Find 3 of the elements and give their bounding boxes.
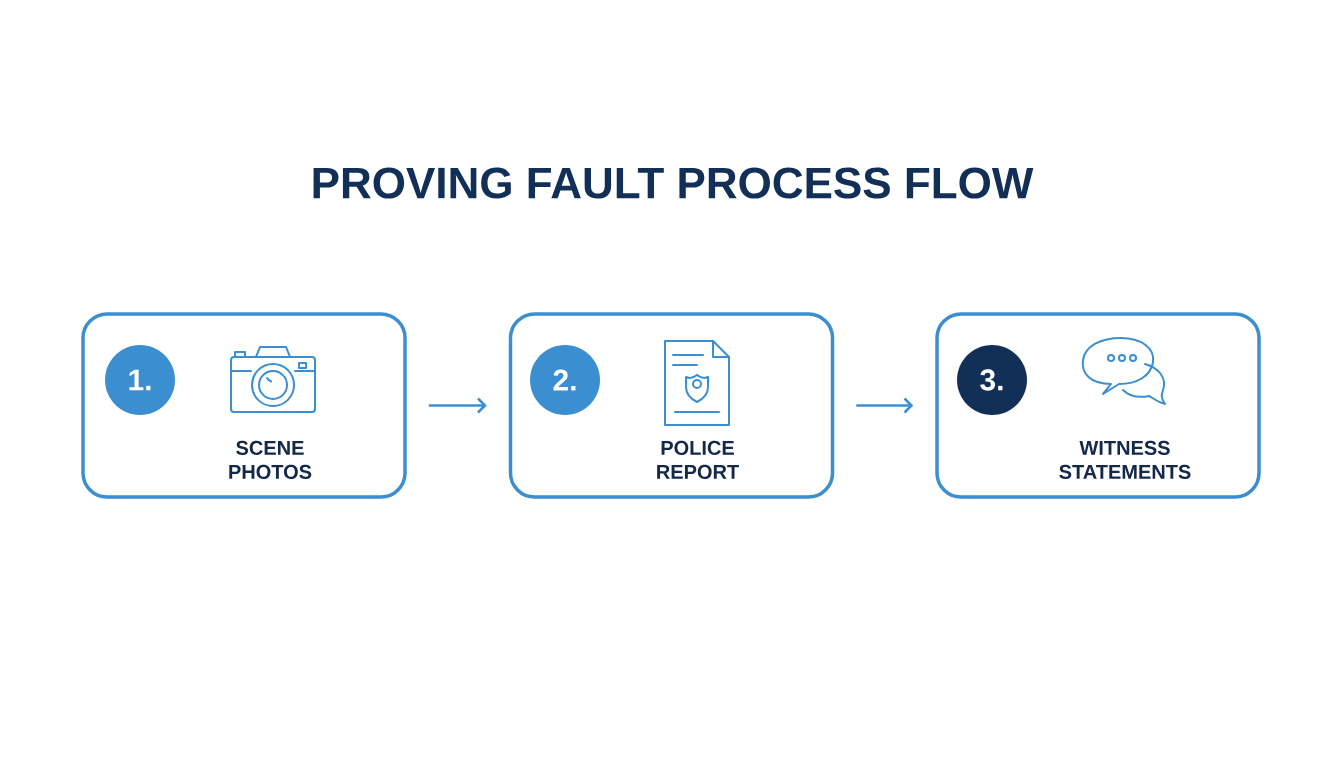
arrow: [856, 397, 914, 414]
arrow: [428, 397, 487, 414]
title: PROVING FAULT PROCESS FLOW: [313, 167, 1034, 199]
